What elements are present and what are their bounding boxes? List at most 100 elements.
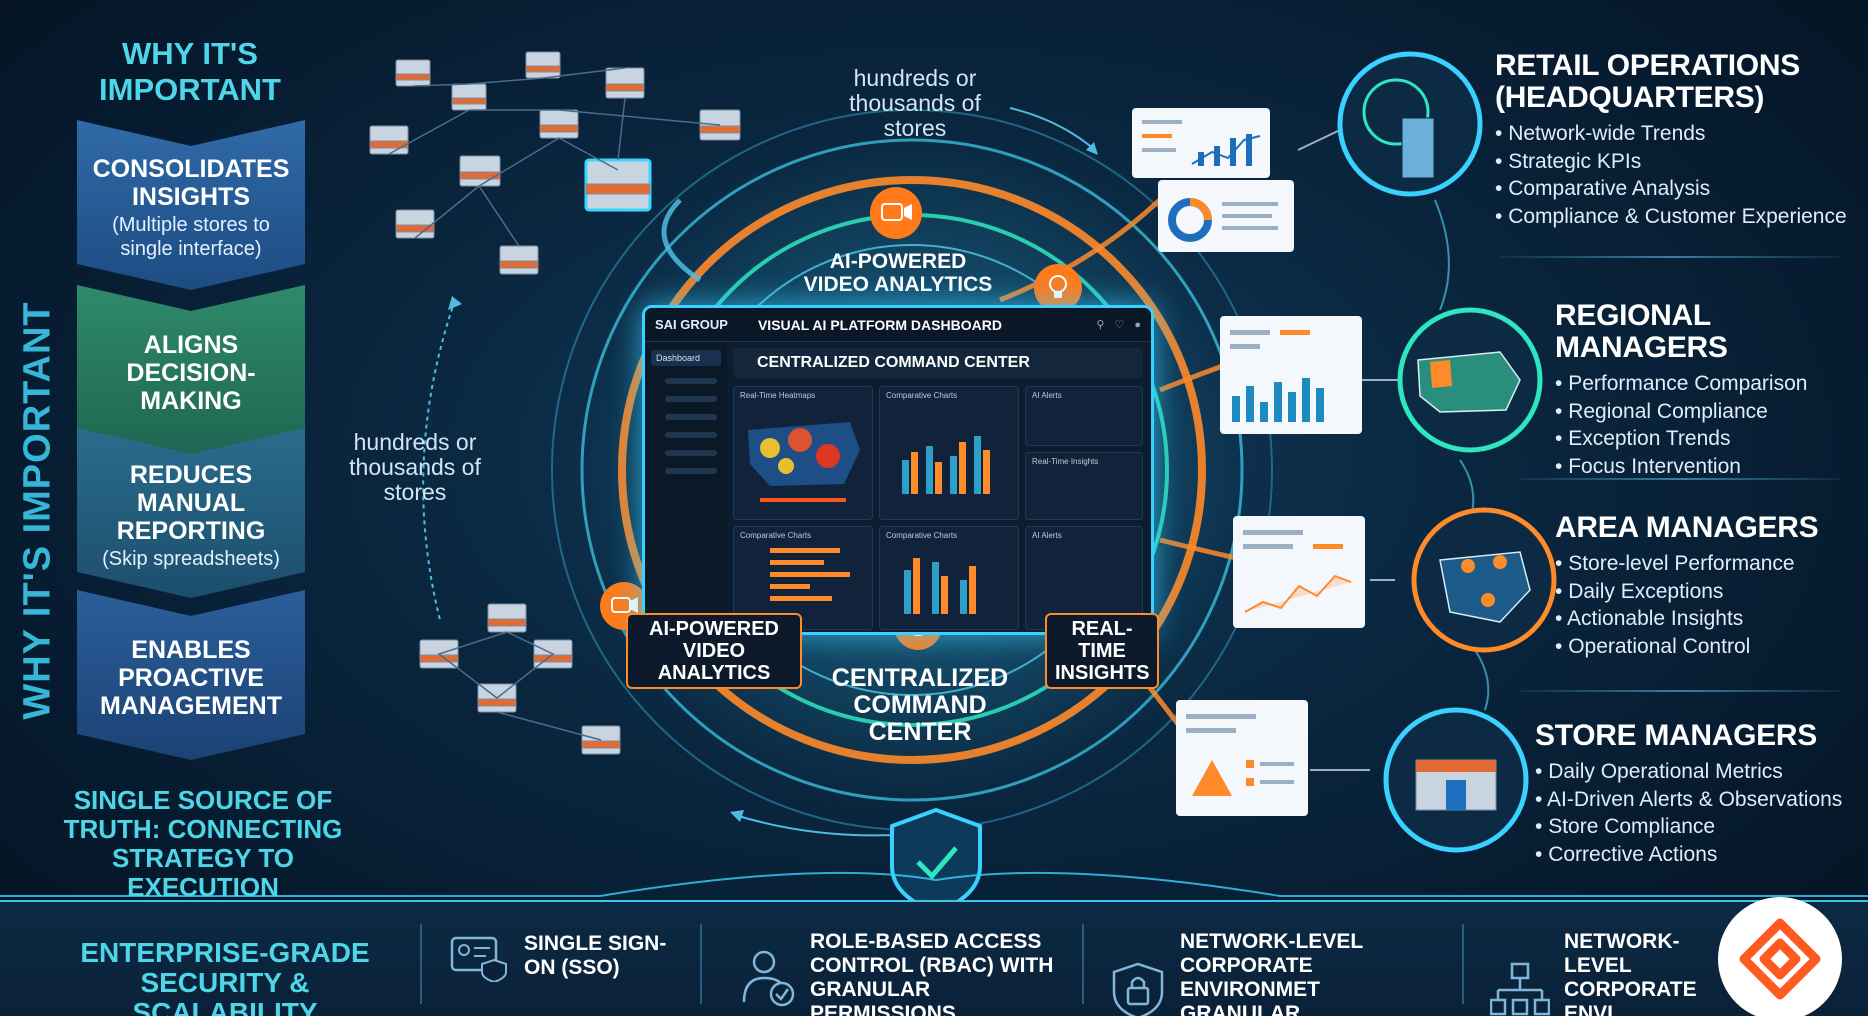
- arrow-left: [422, 299, 456, 621]
- dashboard-header: SAI GROUP VISUAL AI PLATFORM DASHBOARD ⚲…: [645, 308, 1151, 342]
- dashboard-title: VISUAL AI PLATFORM DASHBOARD: [757, 316, 1002, 333]
- step-title: CONSOLIDATES INSIGHTS: [92, 155, 290, 211]
- step-sub: (Multiple stores to single interface): [112, 214, 270, 260]
- label-command-center: CENTRALIZED COMMAND CENTER: [831, 664, 1009, 746]
- step-enables-proactive-management: ENABLES PROACTIVE MANAGEMENT: [77, 590, 305, 760]
- role-regional-managers: REGIONAL MANAGERS Performance Comparison…: [1555, 300, 1855, 480]
- heatmap-map: [748, 422, 860, 502]
- role-circle-store: [1383, 707, 1529, 853]
- role-item: Operational Control: [1555, 633, 1855, 661]
- tag-realtime-insights: REAL-TIME INSIGHTS: [1045, 613, 1159, 689]
- bulb-icon-top: [1034, 264, 1082, 312]
- role-item: AI-Driven Alerts & Observations: [1535, 786, 1865, 814]
- step-title: ENABLES PROACTIVE MANAGEMENT: [100, 636, 282, 720]
- brand-logo: [1718, 897, 1842, 1016]
- diamond-logo-icon: [1739, 918, 1821, 1000]
- role-area-managers: AREA MANAGERS Store-level Performance Da…: [1555, 512, 1855, 660]
- step-sub: (Skip spreadsheets): [102, 548, 280, 570]
- panel-realtime-insights[interactable]: Real-Time Insights: [1025, 452, 1143, 520]
- dashboard-window: SAI GROUP VISUAL AI PLATFORM DASHBOARD ⚲…: [642, 305, 1154, 635]
- panel-ai-alerts-1[interactable]: AI Alerts: [1025, 386, 1143, 446]
- step-reduces-manual-reporting: REDUCES MANUAL REPORTING (Skip spreadshe…: [77, 428, 305, 598]
- id-card-shield-icon: [450, 936, 507, 982]
- note-stores-left: hundreds or thousands of stores: [349, 429, 481, 505]
- security-title: ENTERPRISE-GRADE SECURITY & SCALABILITY: [80, 937, 370, 1016]
- role-title: REGIONAL MANAGERS: [1555, 299, 1728, 364]
- feature-network-restriction: NETWORK-LEVEL CORPORATE ENVI RESTRICTION: [1490, 930, 1740, 1016]
- divider: [1520, 478, 1840, 480]
- role-item: Daily Operational Metrics: [1535, 758, 1865, 786]
- cyan-ring: [580, 138, 1244, 802]
- role-circle-regional: [1397, 307, 1543, 453]
- search-icon[interactable]: ⚲: [1096, 319, 1105, 331]
- role-item: Daily Exceptions: [1555, 578, 1855, 606]
- role-item: Store Compliance: [1535, 813, 1865, 841]
- feature-label: NETWORK-LEVEL CORPORATE ENVIRONMET GRANU…: [1180, 930, 1363, 1016]
- panel-ai-alerts-2[interactable]: AI Alerts: [1025, 526, 1143, 630]
- mini-hbar-chart: [770, 548, 850, 601]
- label-video-analytics-top: AI-POWERED VIDEO ANALYTICS: [803, 250, 993, 296]
- panel-title: Comparative Charts: [886, 391, 958, 400]
- sidebar-item-dashboard[interactable]: Dashboard: [651, 350, 721, 366]
- panel-comparative-3[interactable]: Comparative Charts: [879, 526, 1019, 630]
- panel-title: Comparative Charts: [886, 531, 958, 540]
- mini-bar-chart: [902, 436, 990, 494]
- sidebar-item[interactable]: [665, 414, 717, 420]
- dashboard-banner: CENTRALIZED COMMAND CENTER: [733, 348, 1143, 378]
- role-item: Comparative Analysis: [1495, 175, 1855, 203]
- dashboard-main: CENTRALIZED COMMAND CENTER Real-Time Hea…: [733, 348, 1143, 630]
- role-circle-area: [1411, 507, 1557, 653]
- mini-bar-chart-2: [904, 558, 976, 614]
- avatar[interactable]: ●: [1134, 318, 1141, 331]
- role-circle-hq: [1337, 51, 1483, 197]
- divider: [1082, 924, 1084, 1004]
- bell-icon[interactable]: ♡: [1114, 319, 1125, 331]
- divider: [1500, 256, 1840, 258]
- orange-ring: [618, 176, 1206, 764]
- feature-rbac: ROLE-BASED ACCESS CONTROL (RBAC) WITH GR…: [740, 930, 1070, 1016]
- divider: [1462, 924, 1464, 1004]
- feature-network-corporate: NETWORK-LEVEL CORPORATE ENVIRONMET GRANU…: [1110, 930, 1430, 1016]
- sidebar-item[interactable]: [665, 450, 717, 456]
- store-cluster-top: [369, 51, 741, 275]
- note-stores-top: hundreds or thousands of stores: [849, 65, 981, 141]
- user-check-icon: [742, 950, 795, 1007]
- role-item: Actionable Insights: [1555, 605, 1855, 633]
- why-heading: WHY IT'S IMPORTANT: [99, 36, 281, 107]
- arrow-top: [1009, 107, 1096, 151]
- vertical-title: WHY IT'S IMPORTANT: [16, 300, 59, 720]
- sidebar-item[interactable]: [665, 396, 717, 402]
- single-source-of-truth: SINGLE SOURCE OF TRUTH: CONNECTING STRAT…: [63, 785, 343, 902]
- sidebar-item[interactable]: [665, 468, 717, 474]
- feature-sso: SINGLE SIGN-ON (SSO): [450, 930, 694, 982]
- security-bar: ENTERPRISE-GRADE SECURITY & SCALABILITY …: [0, 900, 1868, 1016]
- panel-title: Comparative Charts: [740, 531, 812, 540]
- panel-comparative-1[interactable]: Comparative Charts: [879, 386, 1019, 520]
- step-consolidates-insights: CONSOLIDATES INSIGHTS (Multiple stores t…: [77, 120, 305, 290]
- step-title: REDUCES MANUAL REPORTING: [116, 461, 266, 545]
- feature-label: SINGLE SIGN-ON (SSO): [524, 932, 667, 979]
- panel-title: Real-Time Heatmaps: [740, 391, 816, 400]
- role-item: Performance Comparison: [1555, 370, 1855, 398]
- shield-icon: [890, 807, 982, 915]
- network-icon: [1490, 962, 1550, 1016]
- role-item: Strategic KPIs: [1495, 148, 1855, 176]
- role-item: Compliance & Customer Experience: [1495, 203, 1855, 231]
- feature-label: NETWORK-LEVEL CORPORATE ENVI RESTRICTION: [1564, 930, 1697, 1016]
- sidebar-item[interactable]: [665, 432, 717, 438]
- divider: [420, 924, 422, 1004]
- step-title: ALIGNS DECISION-MAKING: [126, 331, 256, 415]
- role-title: AREA MANAGERS: [1555, 511, 1819, 544]
- panel-heatmap[interactable]: Real-Time Heatmaps: [733, 386, 873, 520]
- sidebar-item[interactable]: [665, 378, 717, 384]
- divider: [700, 924, 702, 1004]
- panel-title: Real-Time Insights: [1032, 457, 1099, 466]
- role-headquarters: RETAIL OPERATIONS (HEADQUARTERS) Network…: [1495, 50, 1855, 230]
- role-item: Network-wide Trends: [1495, 120, 1855, 148]
- panel-comparative-2[interactable]: Comparative Charts: [733, 526, 873, 630]
- video-icon-top: [870, 187, 922, 239]
- role-title: STORE MANAGERS: [1535, 719, 1817, 752]
- role-store-managers: STORE MANAGERS Daily Operational Metrics…: [1535, 720, 1865, 868]
- role-item: Corrective Actions: [1535, 841, 1865, 869]
- tag-video-analytics: AI-POWERED VIDEO ANALYTICS: [626, 613, 802, 689]
